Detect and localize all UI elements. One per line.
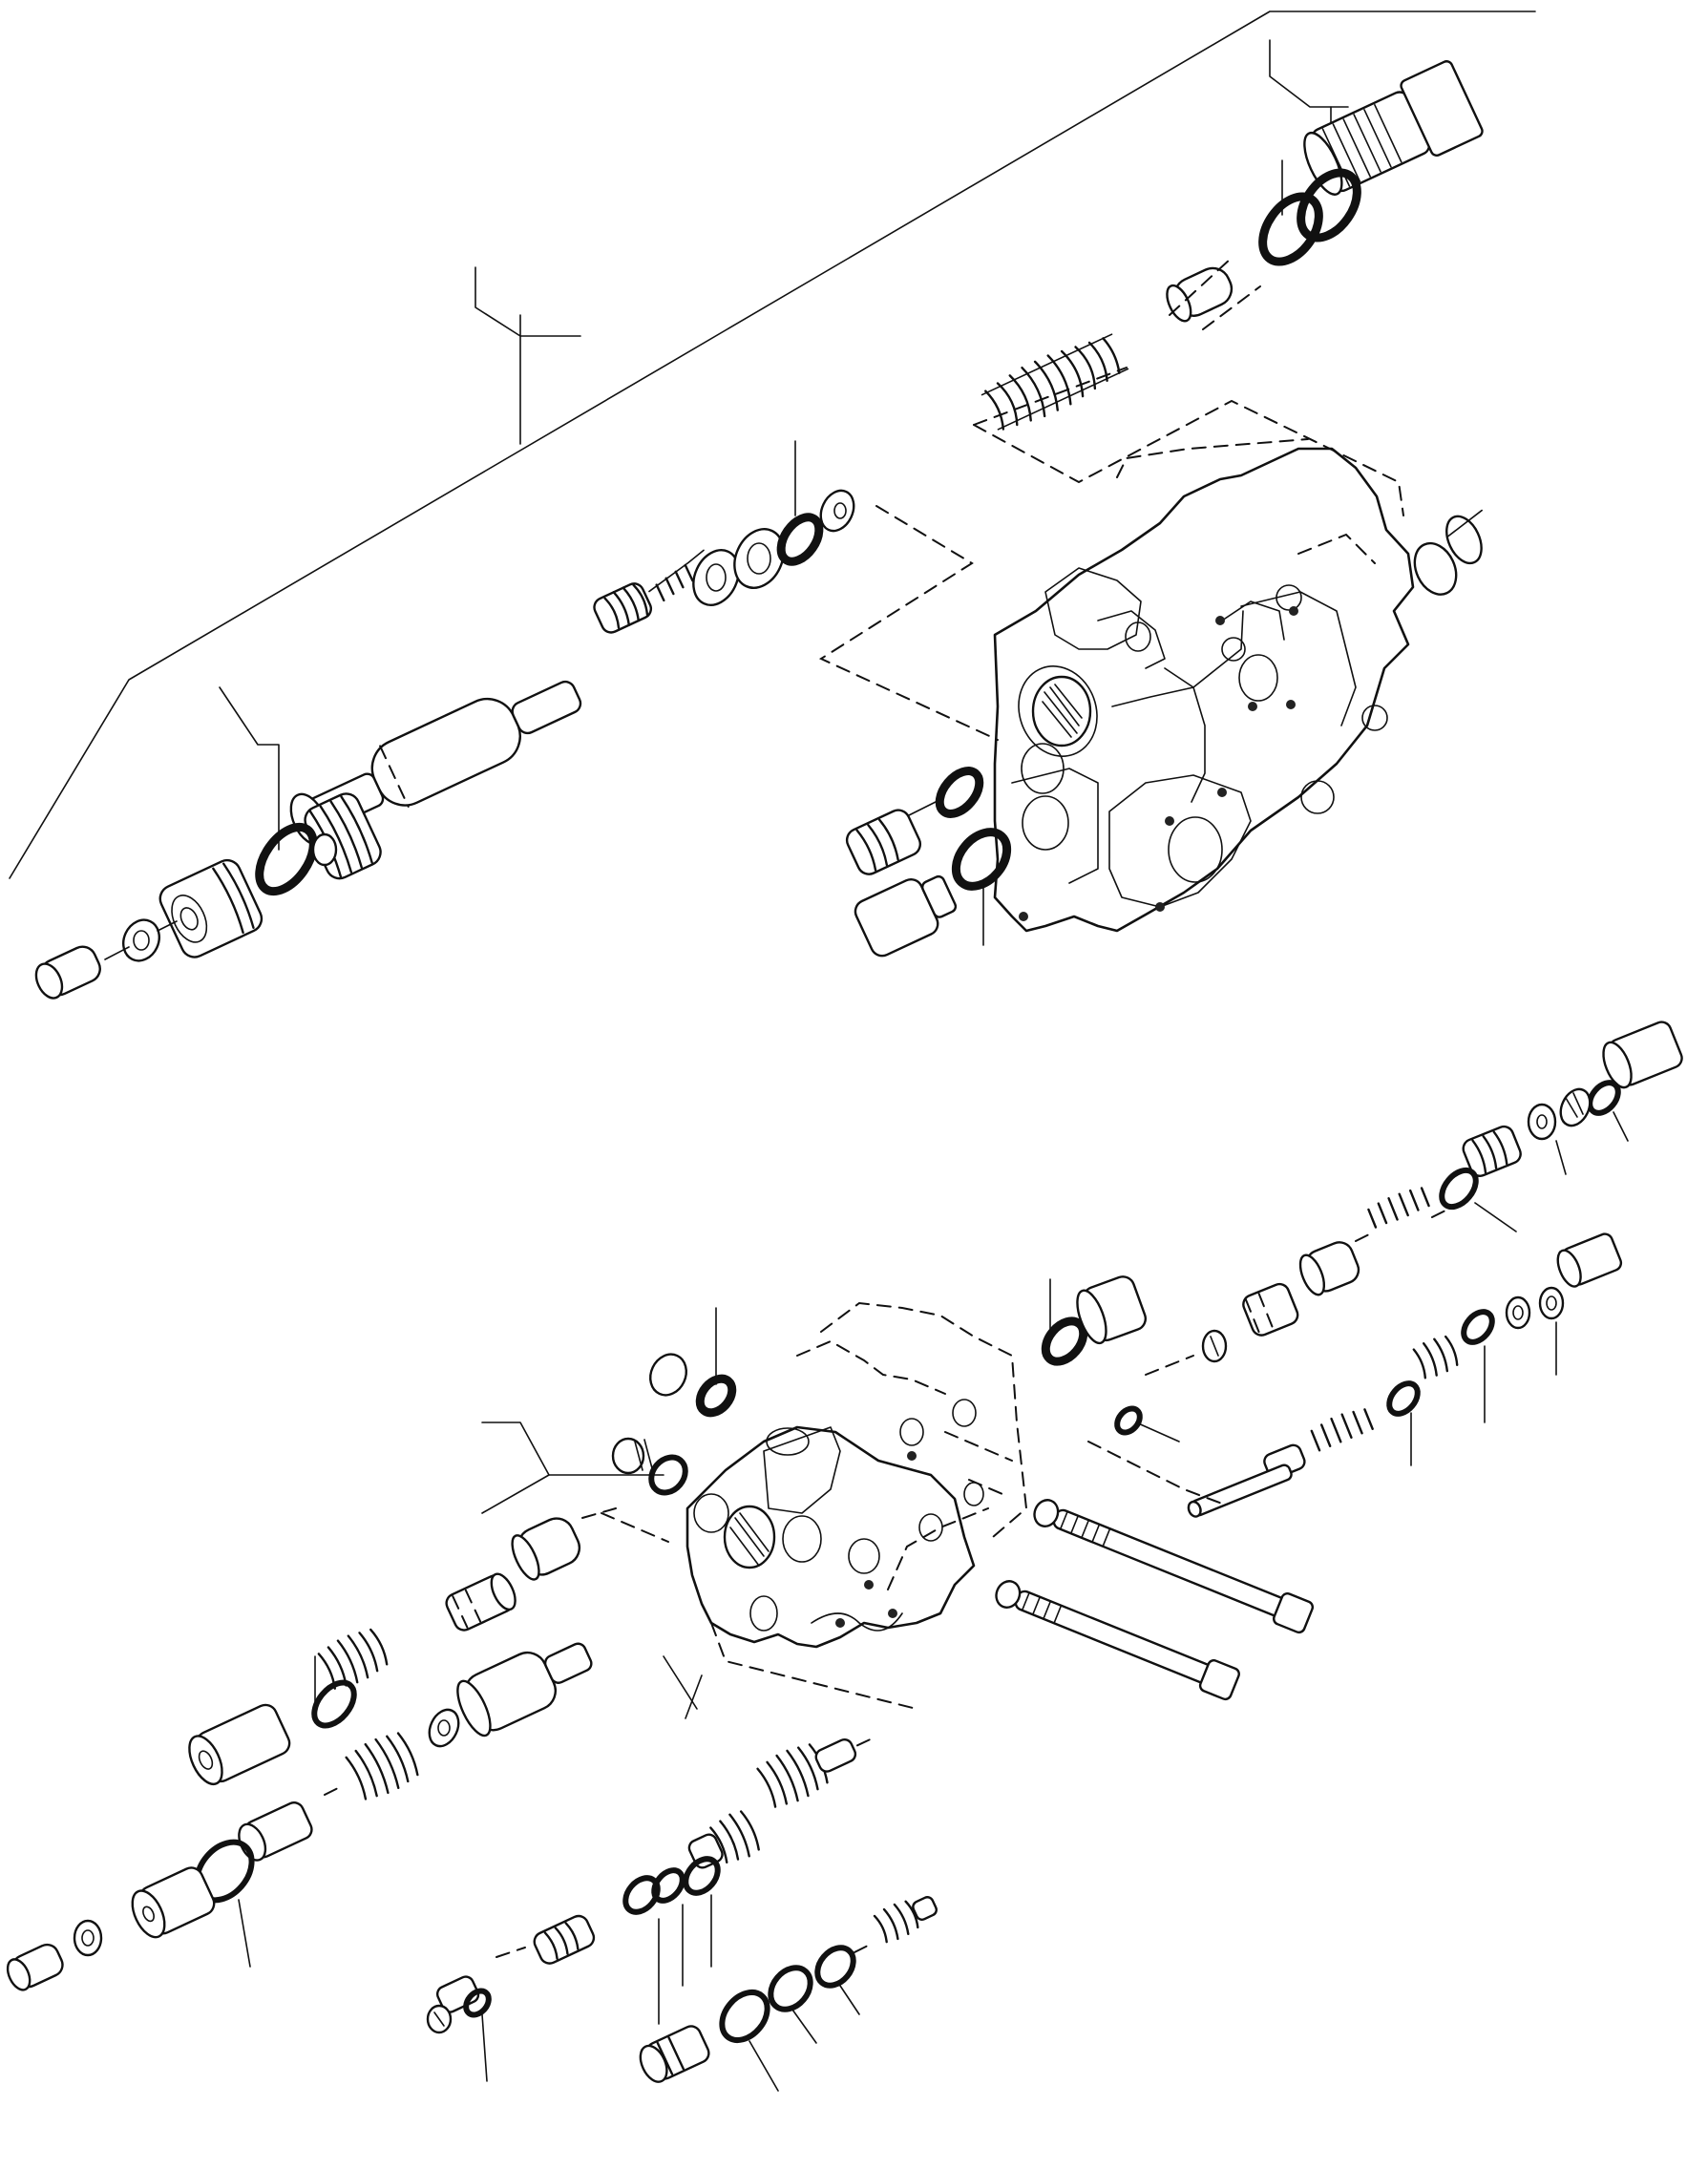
lower-right-spool-upper [1114,1021,1683,1442]
lower-relief-valve-bottom [426,1736,876,2082]
upper-valve-body [993,438,1415,933]
upper-relief-valve-exploded [973,60,1484,516]
lower-small-fittings [639,1896,938,2092]
lower-left-fittings [317,1421,688,1690]
upper-spool-exploded [34,680,582,1000]
upper-check-valve-exploded [593,440,999,741]
lower-spool-middle-row [6,1642,703,1991]
lower-top-ports [649,1275,1148,1418]
lower-valve-body [601,1301,1028,1710]
lower-spool-upper-row [188,1655,357,1786]
lower-tie-bolts [944,1431,1315,1701]
upper-plug-group [845,509,1483,958]
lower-right-spool-lower [1087,1232,1623,1518]
